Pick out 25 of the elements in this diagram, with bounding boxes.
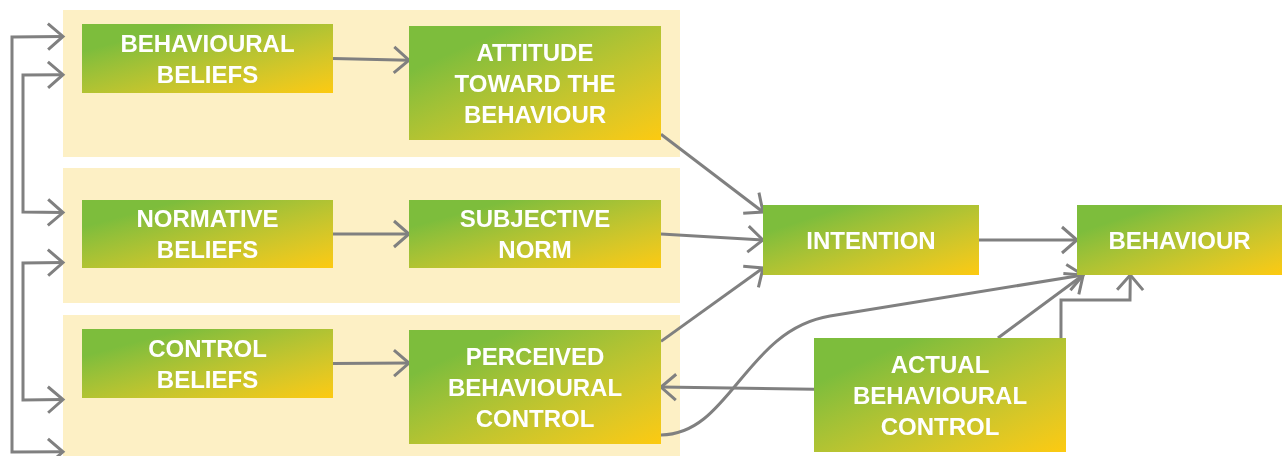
concept-box: SUBJECTIVE NORM bbox=[409, 200, 661, 268]
concept-box: INTENTION bbox=[763, 205, 979, 275]
arrow bbox=[1059, 273, 1145, 338]
arrow bbox=[10, 22, 65, 456]
concept-box: BEHAVIOURAL BELIEFS bbox=[82, 24, 333, 93]
concept-box: PERCEIVED BEHAVIOURAL CONTROL bbox=[409, 330, 661, 444]
group-band bbox=[63, 315, 680, 456]
arrow bbox=[979, 225, 1079, 255]
concept-box: ACTUAL BEHAVIOURAL CONTROL bbox=[814, 338, 1066, 452]
arrow bbox=[660, 264, 765, 343]
group-band bbox=[63, 10, 680, 157]
arrow bbox=[332, 45, 411, 75]
concept-box: ATTITUDE TOWARD THE BEHAVIOUR bbox=[409, 26, 661, 140]
arrow bbox=[333, 348, 411, 378]
arrow bbox=[660, 133, 765, 215]
concept-box: CONTROL BELIEFS bbox=[82, 329, 333, 398]
arrow bbox=[21, 248, 65, 415]
concept-box: BEHAVIOUR bbox=[1077, 205, 1282, 275]
arrow bbox=[21, 60, 65, 227]
arrow bbox=[659, 372, 815, 402]
arrow bbox=[333, 219, 411, 249]
concept-box: NORMATIVE BELIEFS bbox=[82, 200, 333, 268]
arrow bbox=[660, 224, 765, 254]
arrow bbox=[997, 271, 1085, 340]
group-band bbox=[63, 168, 680, 303]
